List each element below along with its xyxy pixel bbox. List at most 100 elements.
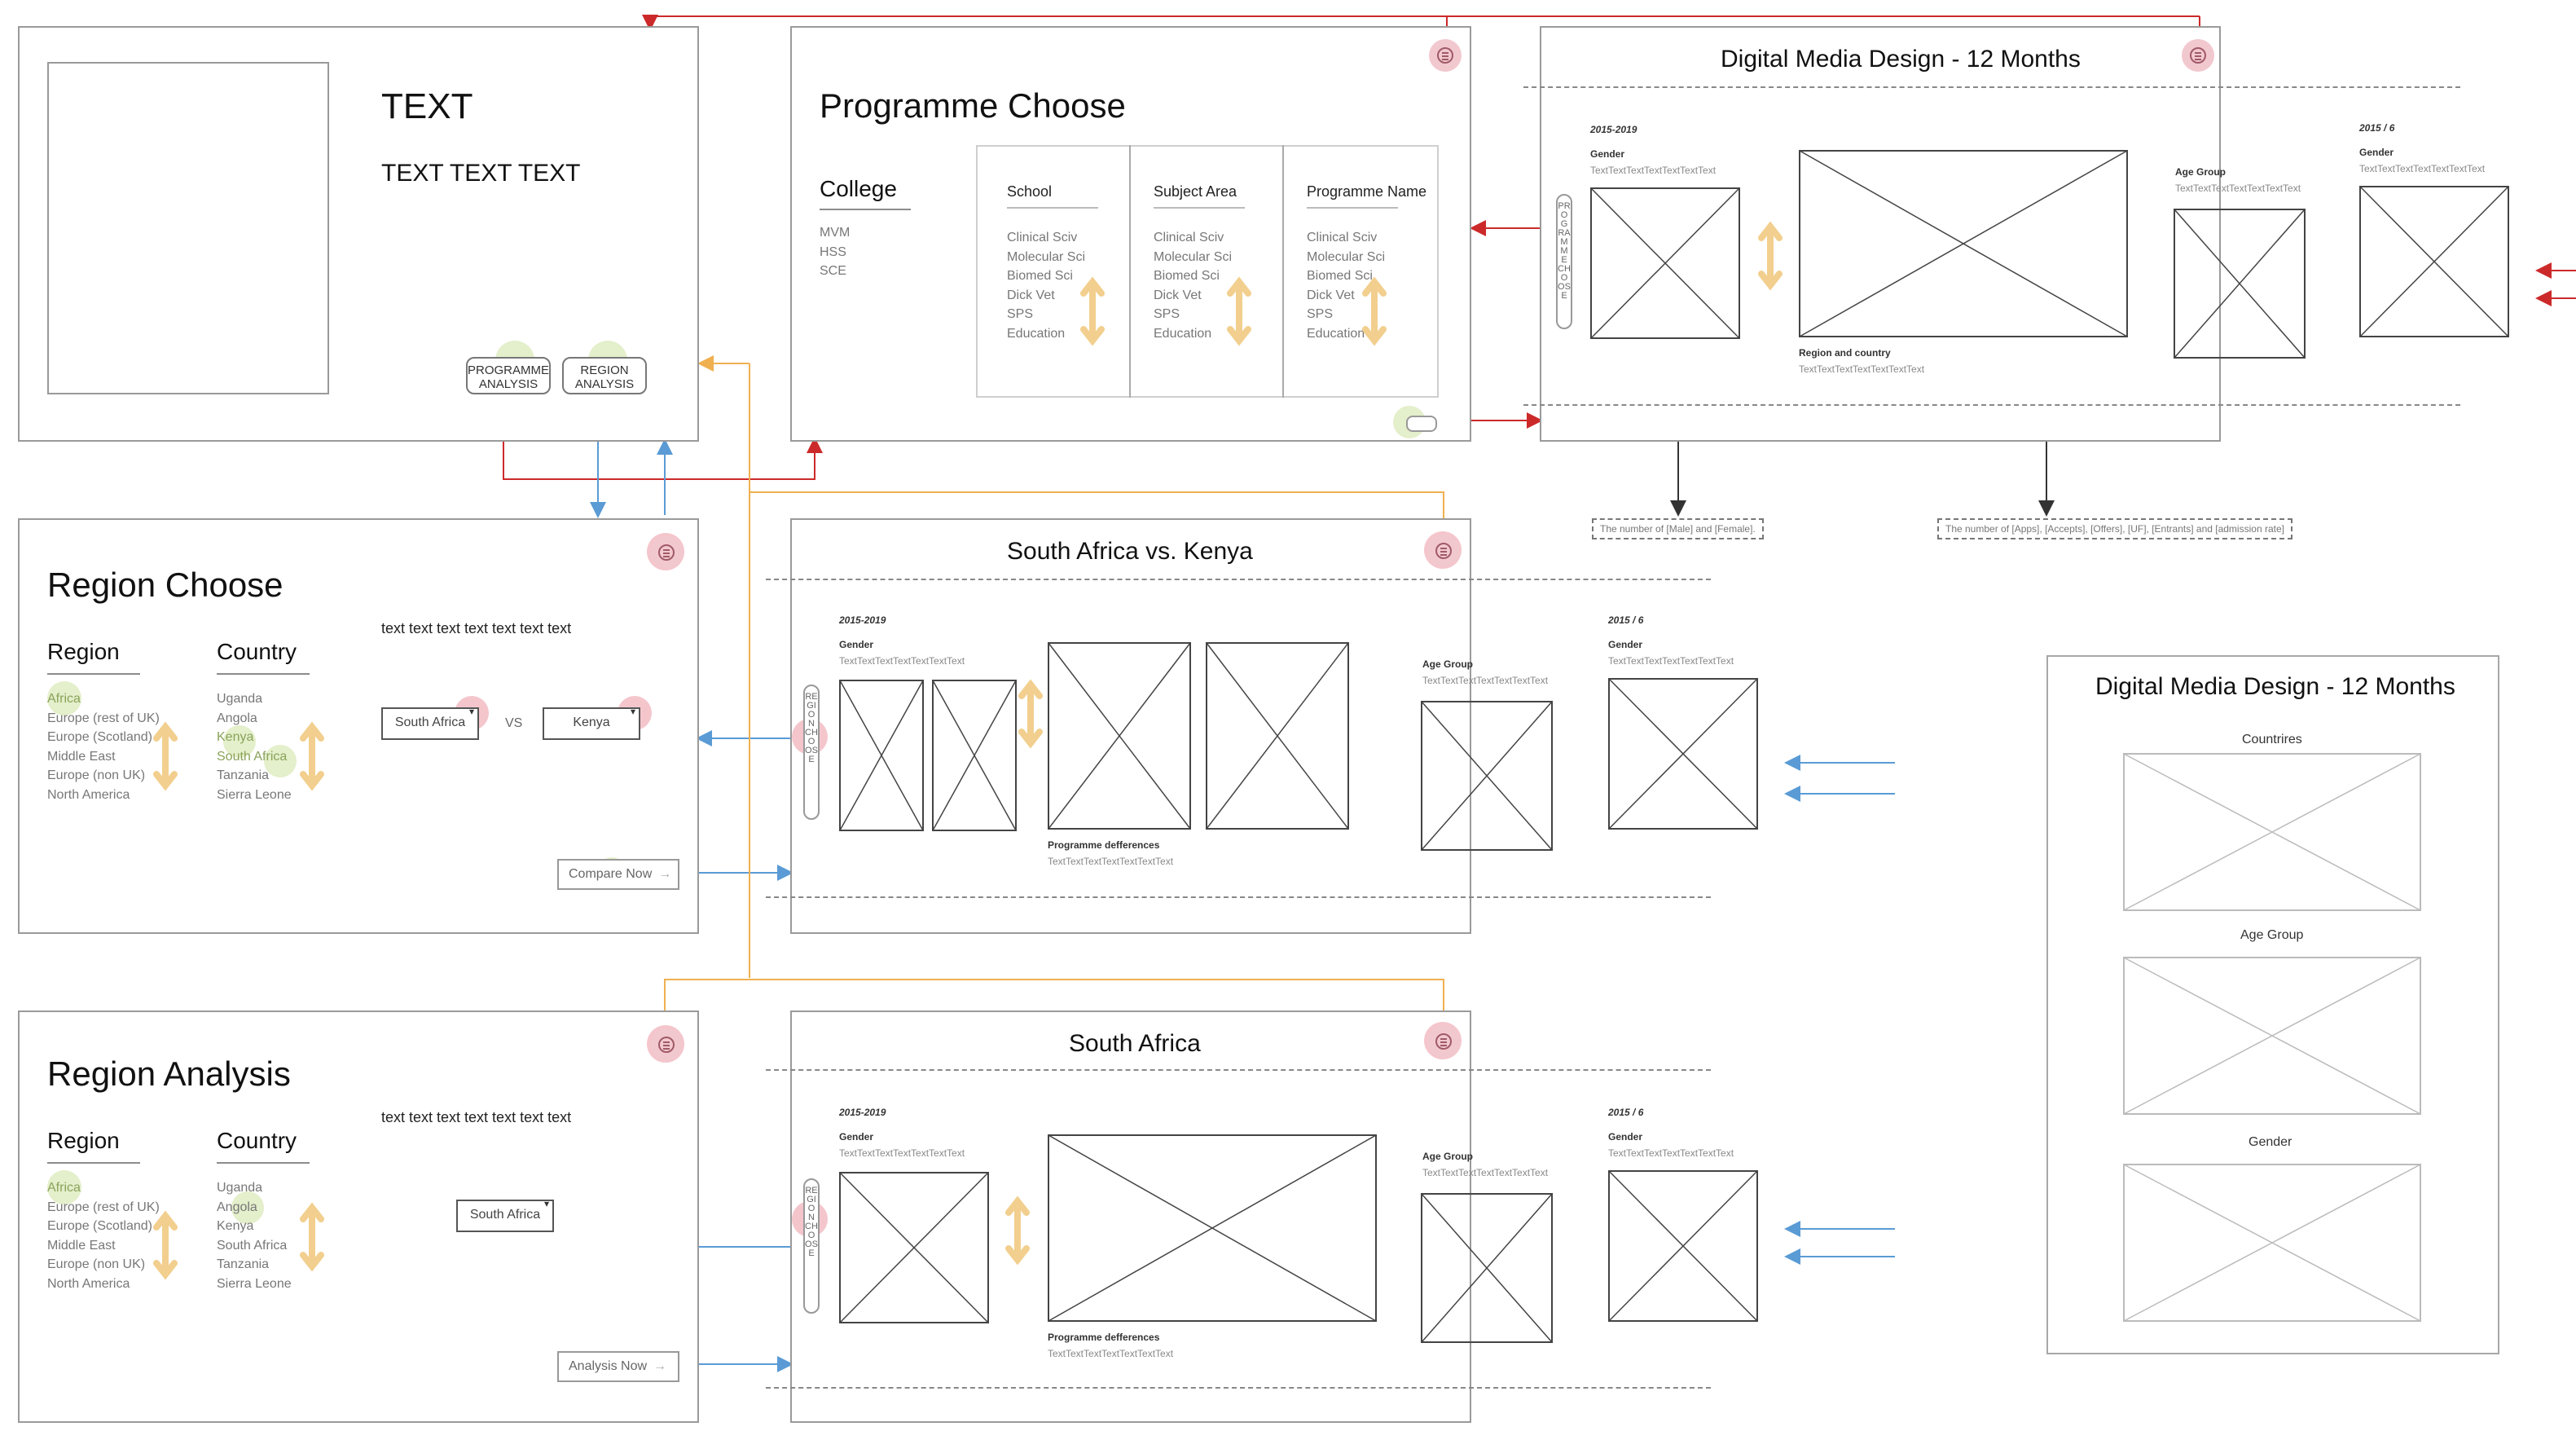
arrow-right-icon: →: [658, 867, 672, 881]
list-item[interactable]: Education: [1007, 326, 1066, 341]
country-item[interactable]: Uganda: [217, 692, 263, 706]
region-list[interactable]: Africa Europe (rest of UK) Europe (Scotl…: [47, 689, 160, 804]
region-item[interactable]: North America: [47, 1276, 130, 1291]
region-item[interactable]: Africa: [47, 692, 81, 706]
country-item[interactable]: Kenya: [217, 730, 254, 744]
region-body-text: text text text text text text text: [381, 620, 572, 636]
dmd-programme-frame: Digital Media Design - 12 Months PROGRAM…: [1540, 26, 2301, 442]
programme-list[interactable]: Clinical Sciv Molecular Sci Biomed Sci D…: [1307, 228, 1385, 343]
age-group-label: Age Group: [1422, 1151, 1473, 1162]
country-item[interactable]: Sierra Leone: [217, 787, 292, 802]
gender-chart-placeholder: [2359, 186, 2509, 337]
menu-icon[interactable]: [1427, 535, 1460, 567]
scroll-arrow-icon[interactable]: [1227, 276, 1251, 346]
scroll-arrow-icon[interactable]: [1018, 679, 1043, 749]
region-item[interactable]: Europe (rest of UK): [47, 1200, 160, 1214]
country-list[interactable]: Uganda Angola Kenya South Africa Tanzani…: [217, 1178, 292, 1293]
divider: [766, 896, 1711, 898]
country-item[interactable]: South Africa: [217, 1238, 288, 1253]
country-item[interactable]: Sierra Leone: [217, 1276, 292, 1291]
list-item[interactable]: SPS: [1007, 307, 1034, 321]
country-item[interactable]: Tanzania: [217, 768, 270, 782]
country-item[interactable]: Angola: [217, 711, 257, 725]
divider: [217, 1162, 310, 1164]
analysis-now-button[interactable]: Analysis Now→: [557, 1351, 679, 1382]
age-group-chart-placeholder: [2123, 957, 2421, 1115]
subject-list[interactable]: Clinical Sciv Molecular Sci Biomed Sci D…: [1154, 228, 1232, 343]
region-list[interactable]: Africa Europe (rest of UK) Europe (Scotl…: [47, 1178, 160, 1293]
list-item[interactable]: Molecular Sci: [1154, 249, 1233, 264]
list-item[interactable]: Molecular Sci: [1007, 249, 1086, 264]
scroll-arrow-icon[interactable]: [1362, 276, 1387, 346]
list-item[interactable]: Biomed Sci: [1307, 269, 1373, 283]
region-choose-tab[interactable]: REGION CHOOSE: [803, 1178, 820, 1314]
region-item[interactable]: Europe (Scotland): [47, 1219, 152, 1233]
list-item[interactable]: Dick Vet: [1154, 288, 1202, 302]
menu-icon[interactable]: [650, 1028, 683, 1061]
list-item[interactable]: Clinical Sciv: [1154, 231, 1224, 244]
scroll-arrow-icon[interactable]: [1758, 221, 1783, 291]
college-list[interactable]: MVM HSS SCE: [820, 223, 850, 281]
country-select-b[interactable]: Kenya: [543, 698, 640, 740]
menu-icon[interactable]: [1427, 1025, 1460, 1058]
region-item[interactable]: Africa: [47, 1181, 81, 1195]
region-item[interactable]: Middle East: [47, 749, 116, 764]
compare-now-button[interactable]: Compare Now→: [557, 859, 679, 890]
list-item[interactable]: Education: [1154, 326, 1212, 341]
dmd-overview-frame: Digital Media Design - 12 Months Countri…: [2046, 655, 2499, 1354]
region-item[interactable]: Europe (Scotland): [47, 730, 152, 744]
menu-icon[interactable]: [2182, 39, 2214, 72]
scroll-arrow-icon[interactable]: [300, 1202, 324, 1272]
scroll-arrow-icon[interactable]: [300, 721, 324, 791]
next-button[interactable]: [1406, 416, 1437, 432]
scroll-arrow-icon[interactable]: [153, 721, 178, 791]
list-item[interactable]: Biomed Sci: [1154, 269, 1220, 283]
list-item[interactable]: Clinical Sciv: [1007, 231, 1078, 244]
region-label: Region: [47, 639, 120, 664]
college-item[interactable]: MVM: [820, 226, 851, 240]
region-item[interactable]: Middle East: [47, 1238, 116, 1253]
divider: [1307, 207, 1398, 209]
scroll-arrow-icon[interactable]: [1080, 276, 1105, 346]
region-choose-tab[interactable]: REGION CHOOSE: [803, 685, 820, 820]
menu-icon[interactable]: [650, 536, 683, 569]
placeholder-text: TextTextTextTextTextTextText: [1048, 1348, 1174, 1359]
region-item[interactable]: Europe (non UK): [47, 768, 146, 782]
list-item[interactable]: SPS: [1307, 307, 1334, 321]
country-item[interactable]: Tanzania: [217, 1257, 270, 1271]
country-item[interactable]: South Africa: [217, 749, 288, 764]
country-list[interactable]: Uganda Angola Kenya South Africa Tanzani…: [217, 689, 292, 804]
college-item[interactable]: HSS: [820, 244, 846, 259]
programme-choose-tab[interactable]: PROGRAMME CHOOSE: [1556, 194, 1572, 329]
list-item[interactable]: Dick Vet: [1307, 288, 1355, 302]
country-item[interactable]: Kenya: [217, 1219, 254, 1233]
scroll-arrow-icon[interactable]: [1005, 1195, 1030, 1266]
region-item[interactable]: Europe (rest of UK): [47, 711, 160, 725]
programme-analysis-button[interactable]: PROGRAMME ANALYSIS: [466, 357, 551, 394]
college-item[interactable]: SCE: [820, 264, 846, 278]
sa-vs-kenya-title: South Africa vs. Kenya: [1007, 538, 1253, 565]
list-item[interactable]: SPS: [1154, 307, 1180, 321]
placeholder-text: TextTextTextTextTextTextText: [1590, 165, 1717, 176]
country-item[interactable]: Uganda: [217, 1181, 263, 1195]
country-select[interactable]: South Africa: [456, 1190, 554, 1232]
sa-vs-kenya-frame: South Africa vs. Kenya REGION CHOOSE 201…: [790, 518, 1548, 934]
list-item[interactable]: Education: [1307, 326, 1365, 341]
school-list[interactable]: Clinical Sciv Molecular Sci Biomed Sci D…: [1007, 228, 1085, 343]
country-select-a[interactable]: South Africa: [381, 698, 479, 740]
menu-icon[interactable]: [1429, 39, 1462, 72]
list-item[interactable]: Molecular Sci: [1307, 249, 1386, 264]
list-item[interactable]: Biomed Sci: [1007, 269, 1073, 283]
gender-chart-placeholder: [1608, 1170, 1758, 1322]
region-item[interactable]: Europe (non UK): [47, 1257, 146, 1271]
region-item[interactable]: North America: [47, 787, 130, 802]
list-item[interactable]: Dick Vet: [1007, 288, 1055, 302]
divider: [766, 1069, 1711, 1071]
landing-title: TEXT: [381, 86, 473, 126]
region-analysis-button[interactable]: REGION ANALYSIS: [562, 357, 647, 394]
highlight: [223, 725, 256, 758]
analysis-now-label: Analysis Now: [569, 1359, 648, 1373]
country-item[interactable]: Angola: [217, 1200, 257, 1214]
scroll-arrow-icon[interactable]: [153, 1210, 178, 1280]
list-item[interactable]: Clinical Sciv: [1307, 231, 1378, 244]
